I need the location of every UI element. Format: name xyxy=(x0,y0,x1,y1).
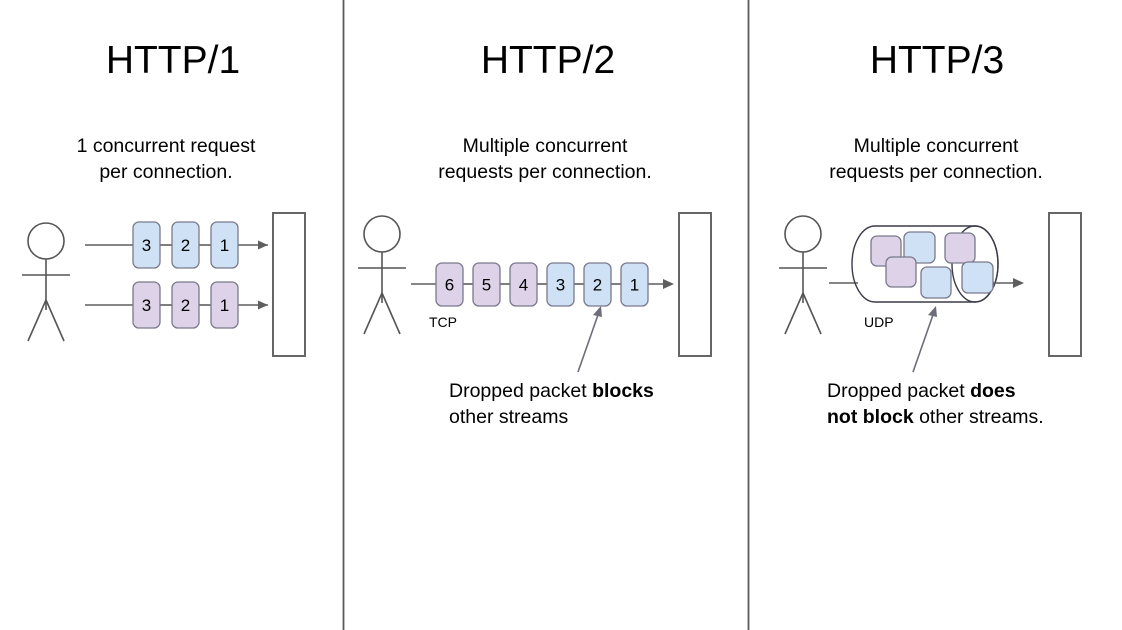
packet-box xyxy=(944,232,976,264)
packet-box: 1 xyxy=(210,281,239,329)
packet-box: 2 xyxy=(171,281,200,329)
annotation-http2-line1: Dropped packet blocks xyxy=(449,380,654,402)
arrow-head-icon xyxy=(258,240,268,250)
packet-box: 1 xyxy=(210,221,239,269)
panel-title-http1: HTTP/1 xyxy=(106,39,240,82)
packet-label: 3 xyxy=(556,276,565,295)
packet-label: 1 xyxy=(220,236,229,255)
packet-cluster xyxy=(870,231,994,299)
packet-box: 1 xyxy=(620,262,649,307)
panel-http3: HTTP/3 Multiple concurrent requests per … xyxy=(779,39,1082,428)
packet-box: 3 xyxy=(132,221,161,269)
packet-label: 2 xyxy=(181,296,190,315)
packet-box: 4 xyxy=(509,262,538,307)
panel-caption-http1-line2: per connection. xyxy=(99,161,232,183)
server-box xyxy=(678,212,712,357)
server-box xyxy=(1048,212,1082,357)
packet-label: 2 xyxy=(593,276,602,295)
annotation-http2-line2: other streams xyxy=(449,406,568,428)
panel-caption-http1-line1: 1 concurrent request xyxy=(77,135,256,157)
packet-label: 2 xyxy=(181,236,190,255)
panel-http1: HTTP/1 1 concurrent request per connecti… xyxy=(22,39,306,357)
packet-label: 1 xyxy=(630,276,639,295)
callout-arrow xyxy=(912,306,937,373)
packet-label: 3 xyxy=(142,296,151,315)
panel-caption-http2-line1: Multiple concurrent xyxy=(463,135,628,157)
packet-label: 5 xyxy=(482,276,491,295)
packet-label: 1 xyxy=(220,296,229,315)
client-stick-figure xyxy=(779,215,827,335)
panel-caption-http3-line1: Multiple concurrent xyxy=(854,135,1019,157)
packet-box-dropped: 2 xyxy=(583,262,612,307)
packet-box: 2 xyxy=(171,221,200,269)
arrow-head-icon xyxy=(258,300,268,310)
panel-caption-http3-line2: requests per connection. xyxy=(829,161,1043,183)
packet-box: 3 xyxy=(546,262,575,307)
annotation-http3-line1: Dropped packet does xyxy=(827,380,1016,402)
annotation-normal: other streams xyxy=(449,406,568,428)
udp-cylinder xyxy=(851,225,999,303)
packet-box xyxy=(885,256,917,288)
arrow-head-icon xyxy=(663,279,674,289)
panel-title-http3: HTTP/3 xyxy=(870,39,1004,82)
arrow-head-icon xyxy=(928,306,937,317)
packet-box xyxy=(961,261,994,294)
panel-title-http2: HTTP/2 xyxy=(481,39,615,82)
client-stick-figure xyxy=(22,222,70,342)
annotation-http3-line2: not block other streams. xyxy=(827,406,1044,428)
panel-http2: HTTP/2 Multiple concurrent requests per … xyxy=(358,39,712,428)
protocol-label-udp: UDP xyxy=(864,314,894,330)
stream-row-purple: 3 2 1 xyxy=(85,281,268,329)
stream-row-blue: 3 2 1 xyxy=(85,221,268,269)
arrow-head-icon xyxy=(1013,278,1024,288)
client-stick-figure xyxy=(358,215,406,335)
panel-caption-http2-line2: requests per connection. xyxy=(438,161,652,183)
packet-label: 4 xyxy=(519,276,528,295)
annotation-normal: Dropped packet xyxy=(827,380,970,402)
packet-box: 6 xyxy=(435,262,464,307)
annotation-normal: Dropped packet xyxy=(449,380,592,402)
packet-box: 5 xyxy=(472,262,501,307)
callout-arrow xyxy=(577,306,602,373)
packet-box: 3 xyxy=(132,281,161,329)
packet-box-dropped xyxy=(920,266,952,299)
packet-label: 3 xyxy=(142,236,151,255)
annotation-bold: blocks xyxy=(592,380,654,402)
annotation-bold: does xyxy=(970,380,1016,402)
annotation-bold: not block xyxy=(827,406,914,428)
annotation-normal: other streams. xyxy=(914,406,1044,428)
packet-label: 6 xyxy=(445,276,454,295)
server-box xyxy=(272,212,306,357)
stream-row-tcp: 6 5 4 3 2 1 xyxy=(411,262,674,307)
protocol-label-tcp: TCP xyxy=(429,314,457,330)
packet-box xyxy=(903,231,936,264)
arrow-head-icon xyxy=(593,306,602,317)
